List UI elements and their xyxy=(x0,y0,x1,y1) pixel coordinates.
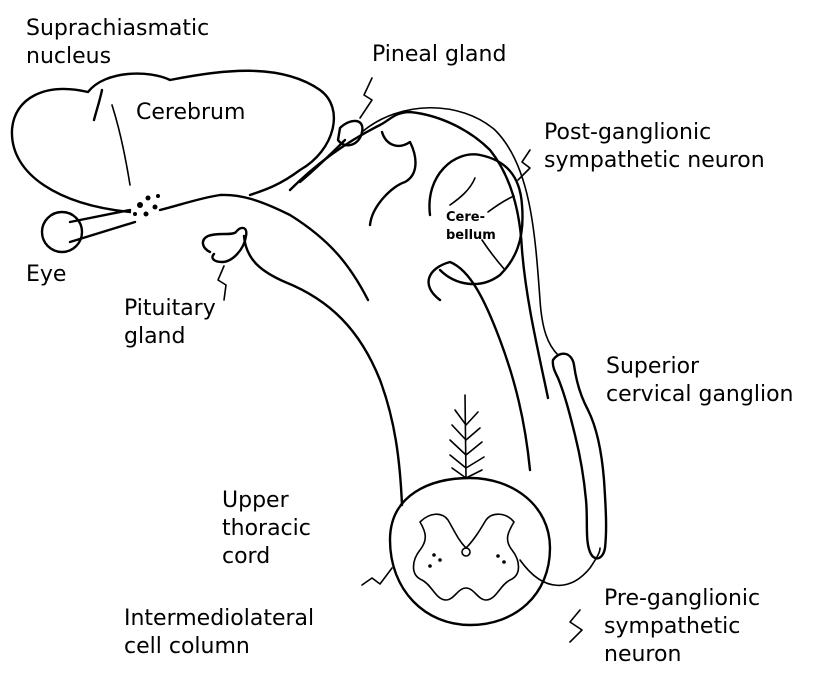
label-scn-line2: nucleus xyxy=(26,44,111,70)
pregang-pointer xyxy=(570,610,582,642)
pituitary-pointer xyxy=(218,266,226,300)
scn-pointer xyxy=(112,105,130,185)
label-eye: Eye xyxy=(26,262,66,288)
eye-globe xyxy=(42,212,82,252)
scn-cluster xyxy=(133,194,160,217)
label-cord-line3: cord xyxy=(222,544,270,570)
label-pituitary-line1: Pituitary xyxy=(124,296,216,322)
brainstem-anterior xyxy=(244,236,402,505)
postgang-pointer xyxy=(518,150,530,180)
brainstem-posterior xyxy=(429,262,530,470)
tectum-outline xyxy=(370,132,415,225)
label-postgang-line2: sympathetic neuron xyxy=(544,148,765,174)
label-cord-line1: Upper xyxy=(222,488,289,514)
hypothalamus-floor xyxy=(160,195,368,300)
label-pineal: Pineal gland xyxy=(372,42,506,68)
label-cerebellum-line2: bellum xyxy=(446,228,496,244)
label-cerebellum-line1: Cere- xyxy=(446,210,485,226)
label-scn-line1: Suprachiasmatic xyxy=(26,16,209,42)
pituitary-stalk xyxy=(203,228,246,262)
iml-pointer xyxy=(362,568,392,585)
label-pituitary-line2: gland xyxy=(124,324,185,350)
label-iml-line1: Intermediolateral xyxy=(124,606,314,632)
preganglionic-fiber xyxy=(520,548,600,585)
label-cord-line2: thoracic xyxy=(222,516,311,542)
label-cerebrum: Cerebrum xyxy=(136,100,245,126)
pineal-pointer xyxy=(360,78,372,118)
pineal-stalk xyxy=(300,140,345,182)
label-iml-line2: cell column xyxy=(124,634,250,660)
cerebrum-outline xyxy=(12,71,334,212)
label-pregang-line2: sympathetic xyxy=(604,614,740,640)
central-canal xyxy=(462,548,470,556)
spinal-gray-matter xyxy=(414,514,519,600)
label-scg-line1: Superior xyxy=(606,354,699,380)
label-pregang-line3: neuron xyxy=(604,642,681,668)
cerebrum-sulcus xyxy=(94,90,102,120)
label-scg-line2: cervical ganglion xyxy=(606,382,793,408)
optic-nerve xyxy=(70,210,135,242)
label-pregang-line1: Pre-ganglionic xyxy=(604,586,760,612)
label-postgang-line1: Post-ganglionic xyxy=(544,120,711,146)
superior-cervical-ganglion xyxy=(553,354,606,559)
descending-fibers xyxy=(450,395,484,478)
